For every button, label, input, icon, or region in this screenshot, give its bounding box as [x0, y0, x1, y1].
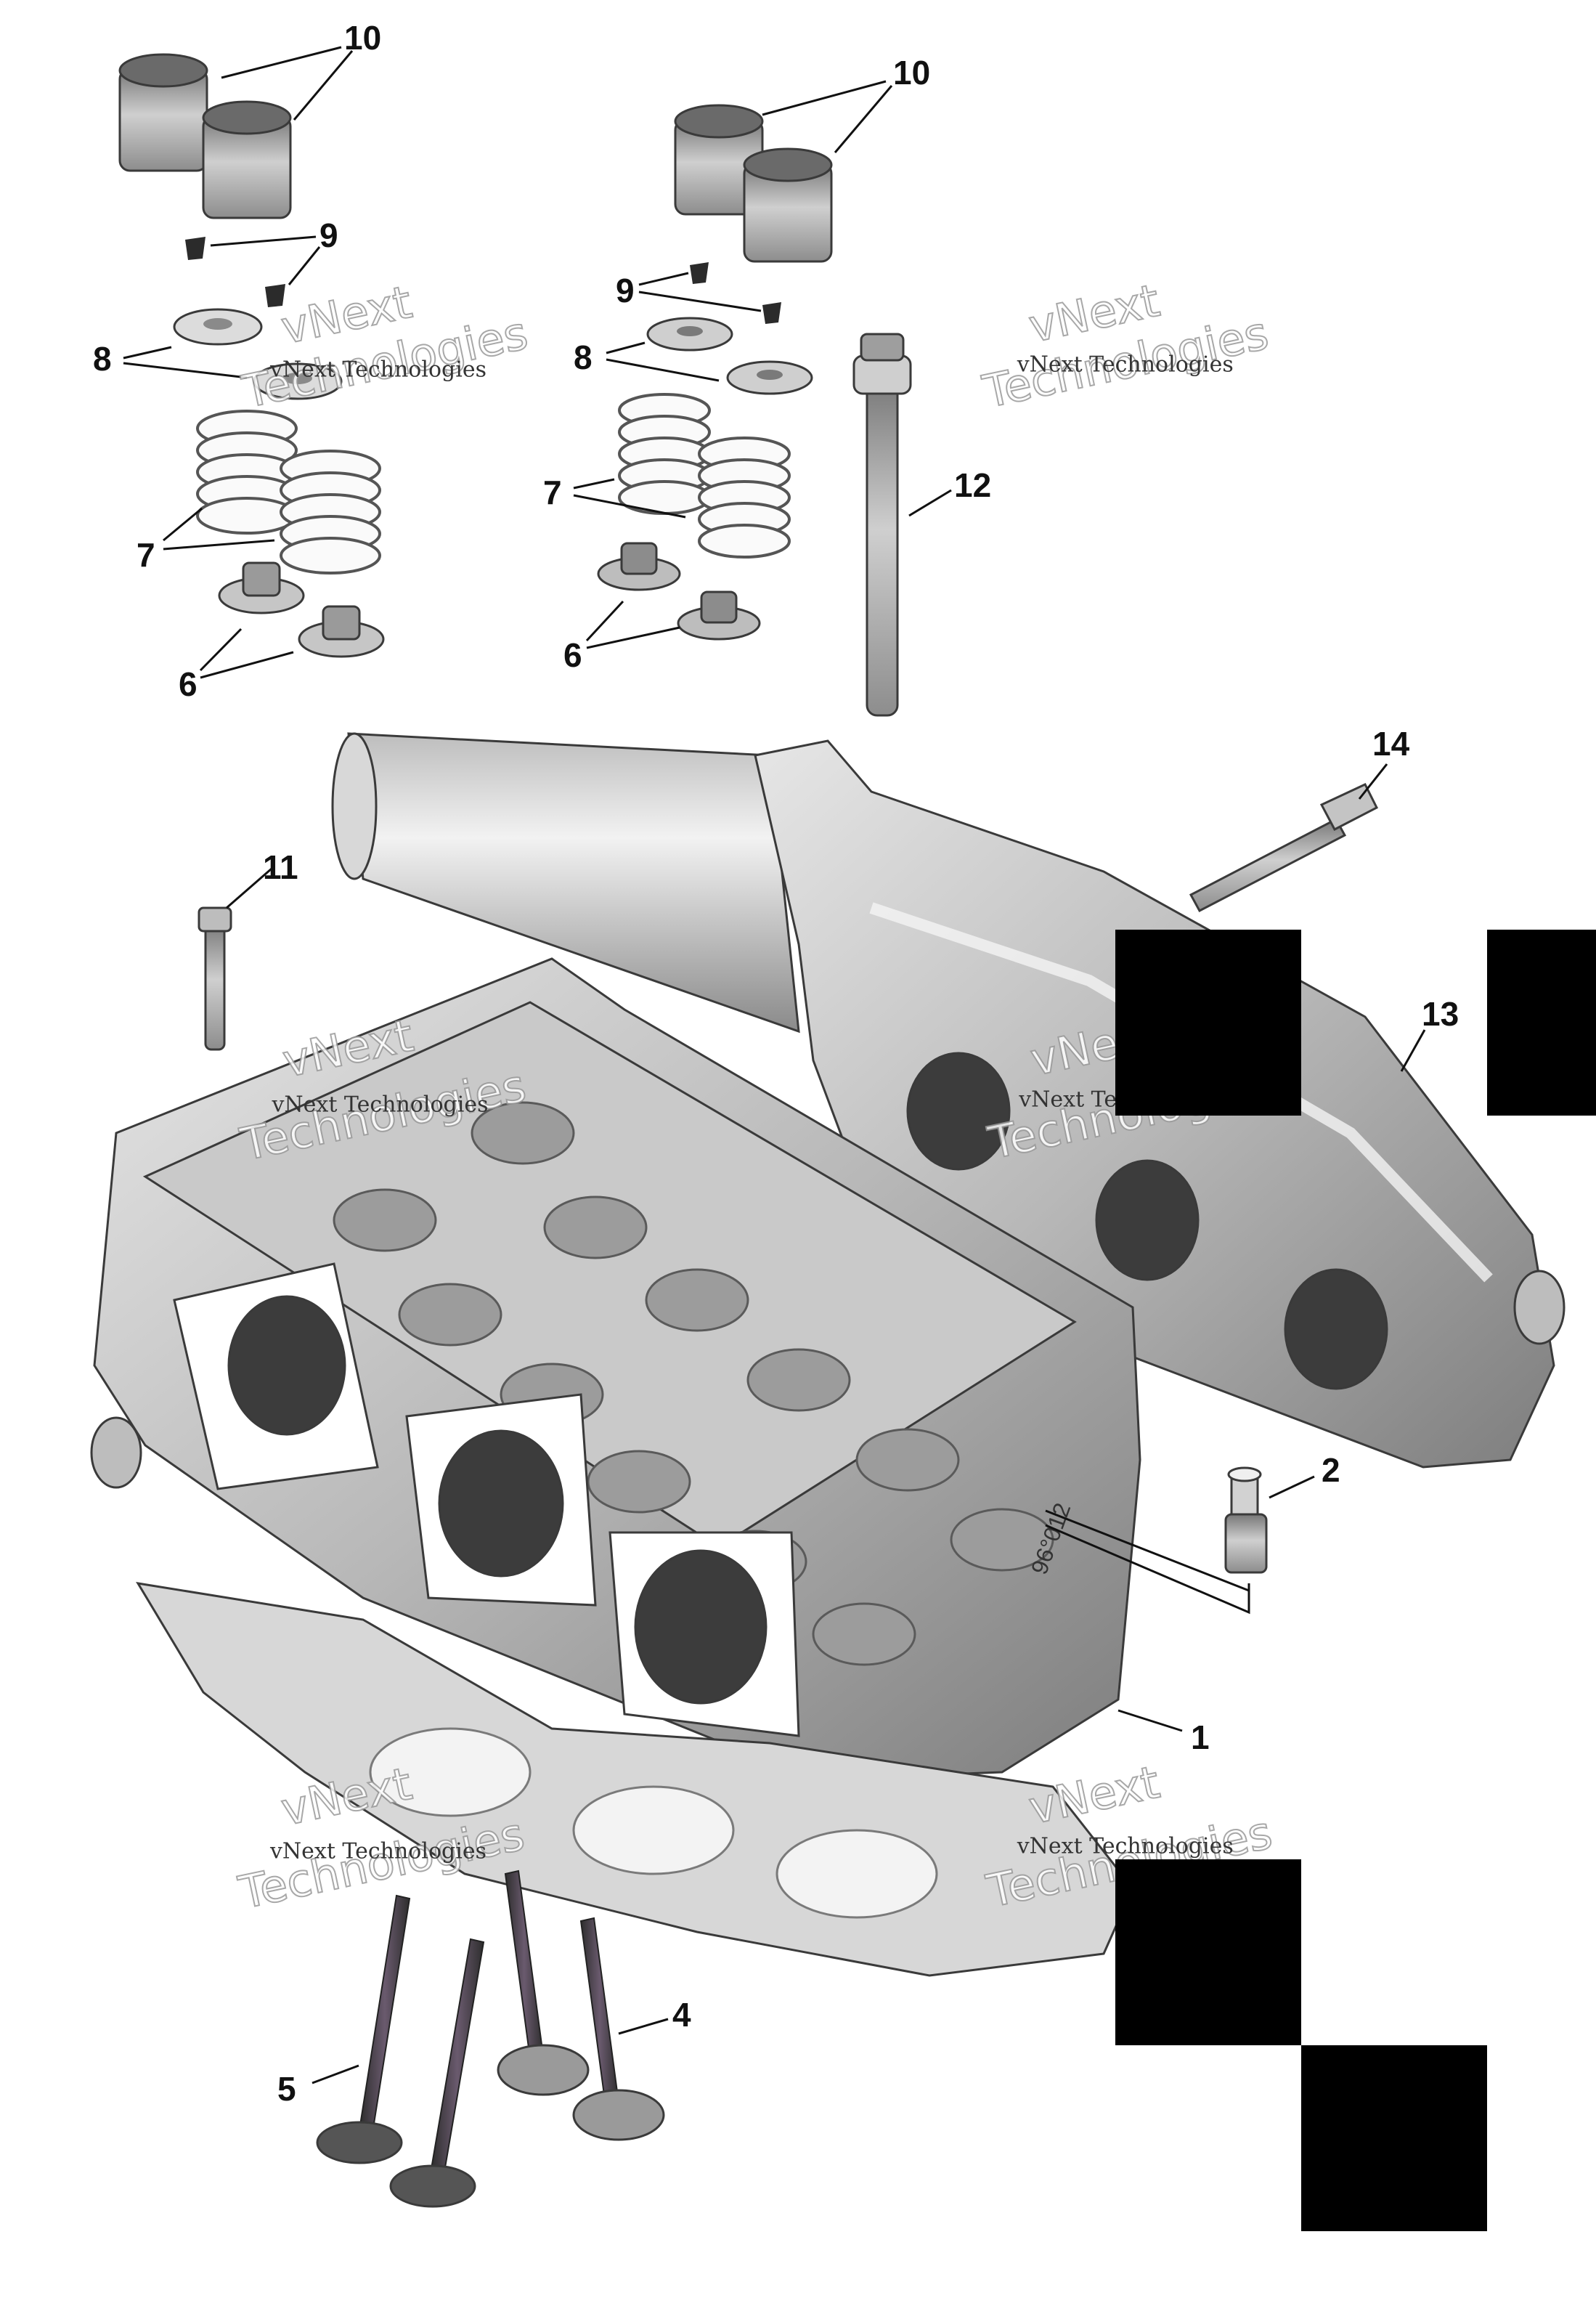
watermark: vNext Technologies vNext Technologies: [237, 275, 533, 419]
callout-10: 10: [344, 19, 381, 57]
valve-lifters-right: [674, 104, 833, 263]
redaction-block: [1115, 930, 1301, 1116]
intake-port: [1095, 1159, 1200, 1281]
exhaust-ports: [173, 1262, 800, 1737]
callout-7: 7: [137, 536, 155, 574]
callout-numbers: 10 10 9 9 8 8 7 7 6 6 12 14 11 13 2 1 4 …: [93, 19, 1459, 2108]
callout-11: 11: [263, 848, 298, 886]
redaction-block: [1487, 930, 1596, 1116]
spring: [280, 450, 381, 575]
spring: [196, 410, 298, 535]
valve-lifters-left: [118, 53, 292, 219]
svg-text:vNext Technologies: vNext Technologies: [271, 1092, 488, 1117]
cylinder-head: 96°012: [90, 957, 1141, 1781]
exhaust-port: [227, 1295, 346, 1436]
watermark: vNext Technologies vNext Technologies: [977, 273, 1274, 419]
head-gasket: [136, 1582, 1134, 1977]
callout-9: 9: [319, 216, 338, 254]
spring-retainers: [173, 308, 813, 400]
keeper: [762, 302, 781, 324]
valve-keepers: [185, 237, 781, 324]
svg-text:vNext Technologies: vNext Technologies: [1017, 1834, 1234, 1859]
exhaust-port: [438, 1429, 564, 1578]
callout-6: 6: [179, 665, 198, 703]
sensor-fitting: [1224, 1466, 1268, 1574]
leader-lines: [123, 46, 1426, 2084]
exhaust-valves: [316, 1894, 485, 2208]
lifter: [118, 53, 208, 172]
intake-port: [906, 1052, 1011, 1171]
intake-valves: [497, 1869, 665, 2141]
keeper: [265, 284, 285, 307]
svg-text:vNext: vNext: [1025, 1755, 1164, 1835]
svg-text:vNext Technologies: vNext Technologies: [269, 1839, 486, 1864]
callout-10: 10: [893, 54, 930, 92]
callout-12: 12: [954, 466, 991, 504]
angled-bolt: [1189, 783, 1379, 913]
callout-1: 1: [1191, 1718, 1210, 1756]
spring: [698, 437, 791, 559]
redaction-block: [1115, 1859, 1301, 2045]
redaction-block: [1301, 2045, 1487, 2231]
svg-text:vNext: vNext: [1025, 274, 1164, 353]
lifter: [743, 147, 833, 263]
callout-4: 4: [672, 1996, 691, 2034]
valve-springs: [196, 393, 791, 575]
keeper: [185, 237, 205, 260]
callout-8: 8: [93, 340, 112, 378]
callout-8: 8: [574, 338, 593, 376]
svg-text:vNext Technologies: vNext Technologies: [269, 357, 486, 383]
svg-text:vNext Technologies: vNext Technologies: [1017, 352, 1234, 378]
valve-stem-seals: [218, 542, 761, 658]
short-bolt: [198, 906, 232, 1051]
spring: [618, 393, 711, 515]
callout-2: 2: [1322, 1451, 1340, 1489]
redaction-blocks: [1115, 930, 1596, 2231]
keeper: [690, 262, 709, 284]
callout-9: 9: [616, 272, 635, 309]
long-bolt: [852, 333, 912, 717]
callout-7: 7: [543, 474, 562, 511]
lifter: [674, 104, 764, 216]
callout-13: 13: [1422, 995, 1459, 1033]
callout-5: 5: [277, 2070, 296, 2108]
callout-6: 6: [563, 636, 582, 674]
intake-port: [1284, 1268, 1388, 1390]
lifter: [202, 100, 292, 219]
exhaust-port: [634, 1549, 768, 1705]
callout-14: 14: [1372, 725, 1410, 763]
